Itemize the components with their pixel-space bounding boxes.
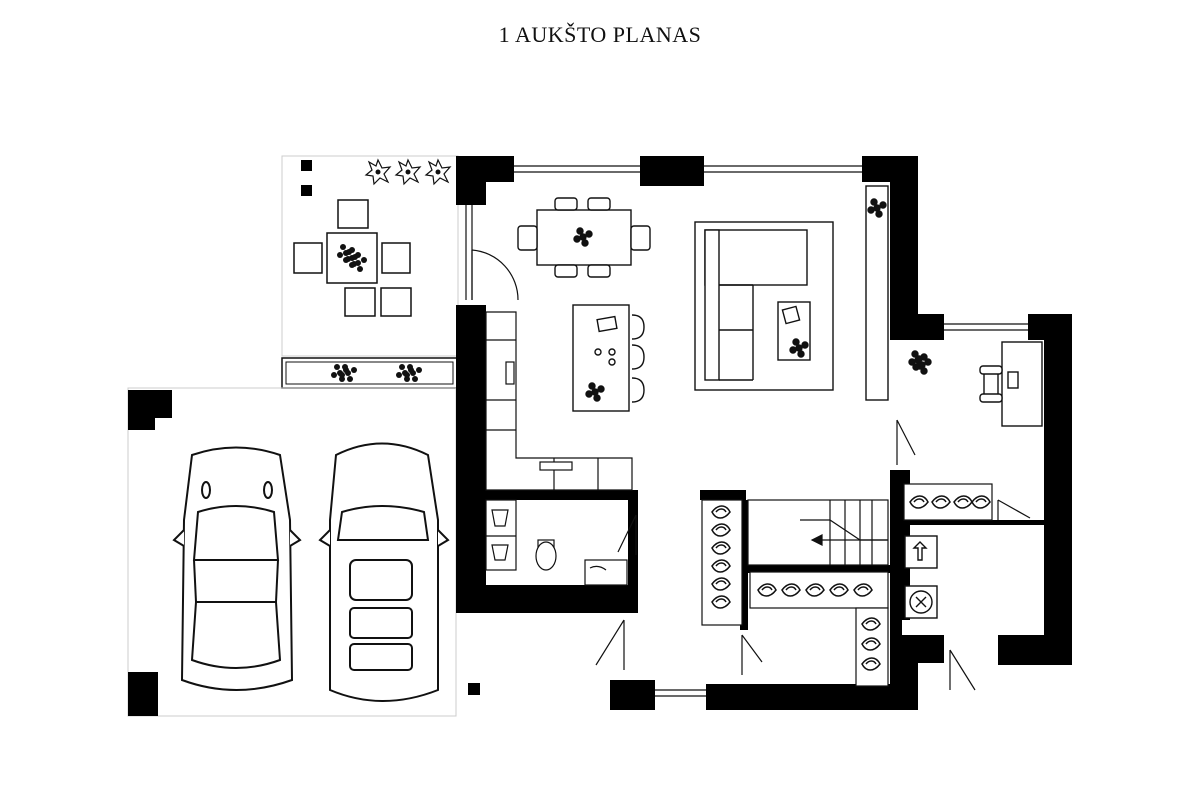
outdoor-table — [293, 199, 412, 317]
windows — [465, 165, 1028, 697]
toilet-icon — [535, 539, 557, 571]
terrace-area — [281, 155, 459, 389]
chair-icon — [554, 197, 578, 211]
plant-icon — [908, 350, 932, 375]
chair-icon — [380, 287, 412, 317]
utility-room — [904, 535, 938, 619]
chair-icon — [337, 199, 369, 229]
door-swing-icon — [471, 249, 1031, 691]
car-icon — [172, 446, 302, 691]
plan-title: 1 AUKŠTO PLANAS — [498, 22, 702, 47]
chair-icon — [587, 197, 611, 211]
kitchen-island — [572, 304, 645, 412]
dining-table — [517, 197, 651, 278]
washing-machine-icon — [904, 585, 938, 619]
plant-icon — [365, 159, 451, 185]
chair-icon — [587, 264, 611, 278]
sofa — [694, 221, 834, 391]
bathroom — [485, 499, 628, 586]
wardrobe — [701, 483, 993, 687]
office-desk — [908, 341, 1043, 427]
stairs-icon — [747, 499, 889, 566]
chair-icon — [293, 242, 323, 274]
chair-icon — [630, 225, 651, 251]
chair-icon — [344, 287, 376, 317]
chair-icon — [554, 264, 578, 278]
kitchen-counter — [485, 311, 633, 491]
chair-icon — [381, 242, 411, 274]
car-icon — [318, 442, 450, 702]
boiler-icon — [904, 535, 938, 569]
exterior-walls — [456, 156, 1072, 710]
chair-icon — [517, 225, 538, 251]
garage-area — [127, 387, 480, 717]
planter-box — [281, 357, 458, 389]
tv-unit — [865, 185, 889, 401]
